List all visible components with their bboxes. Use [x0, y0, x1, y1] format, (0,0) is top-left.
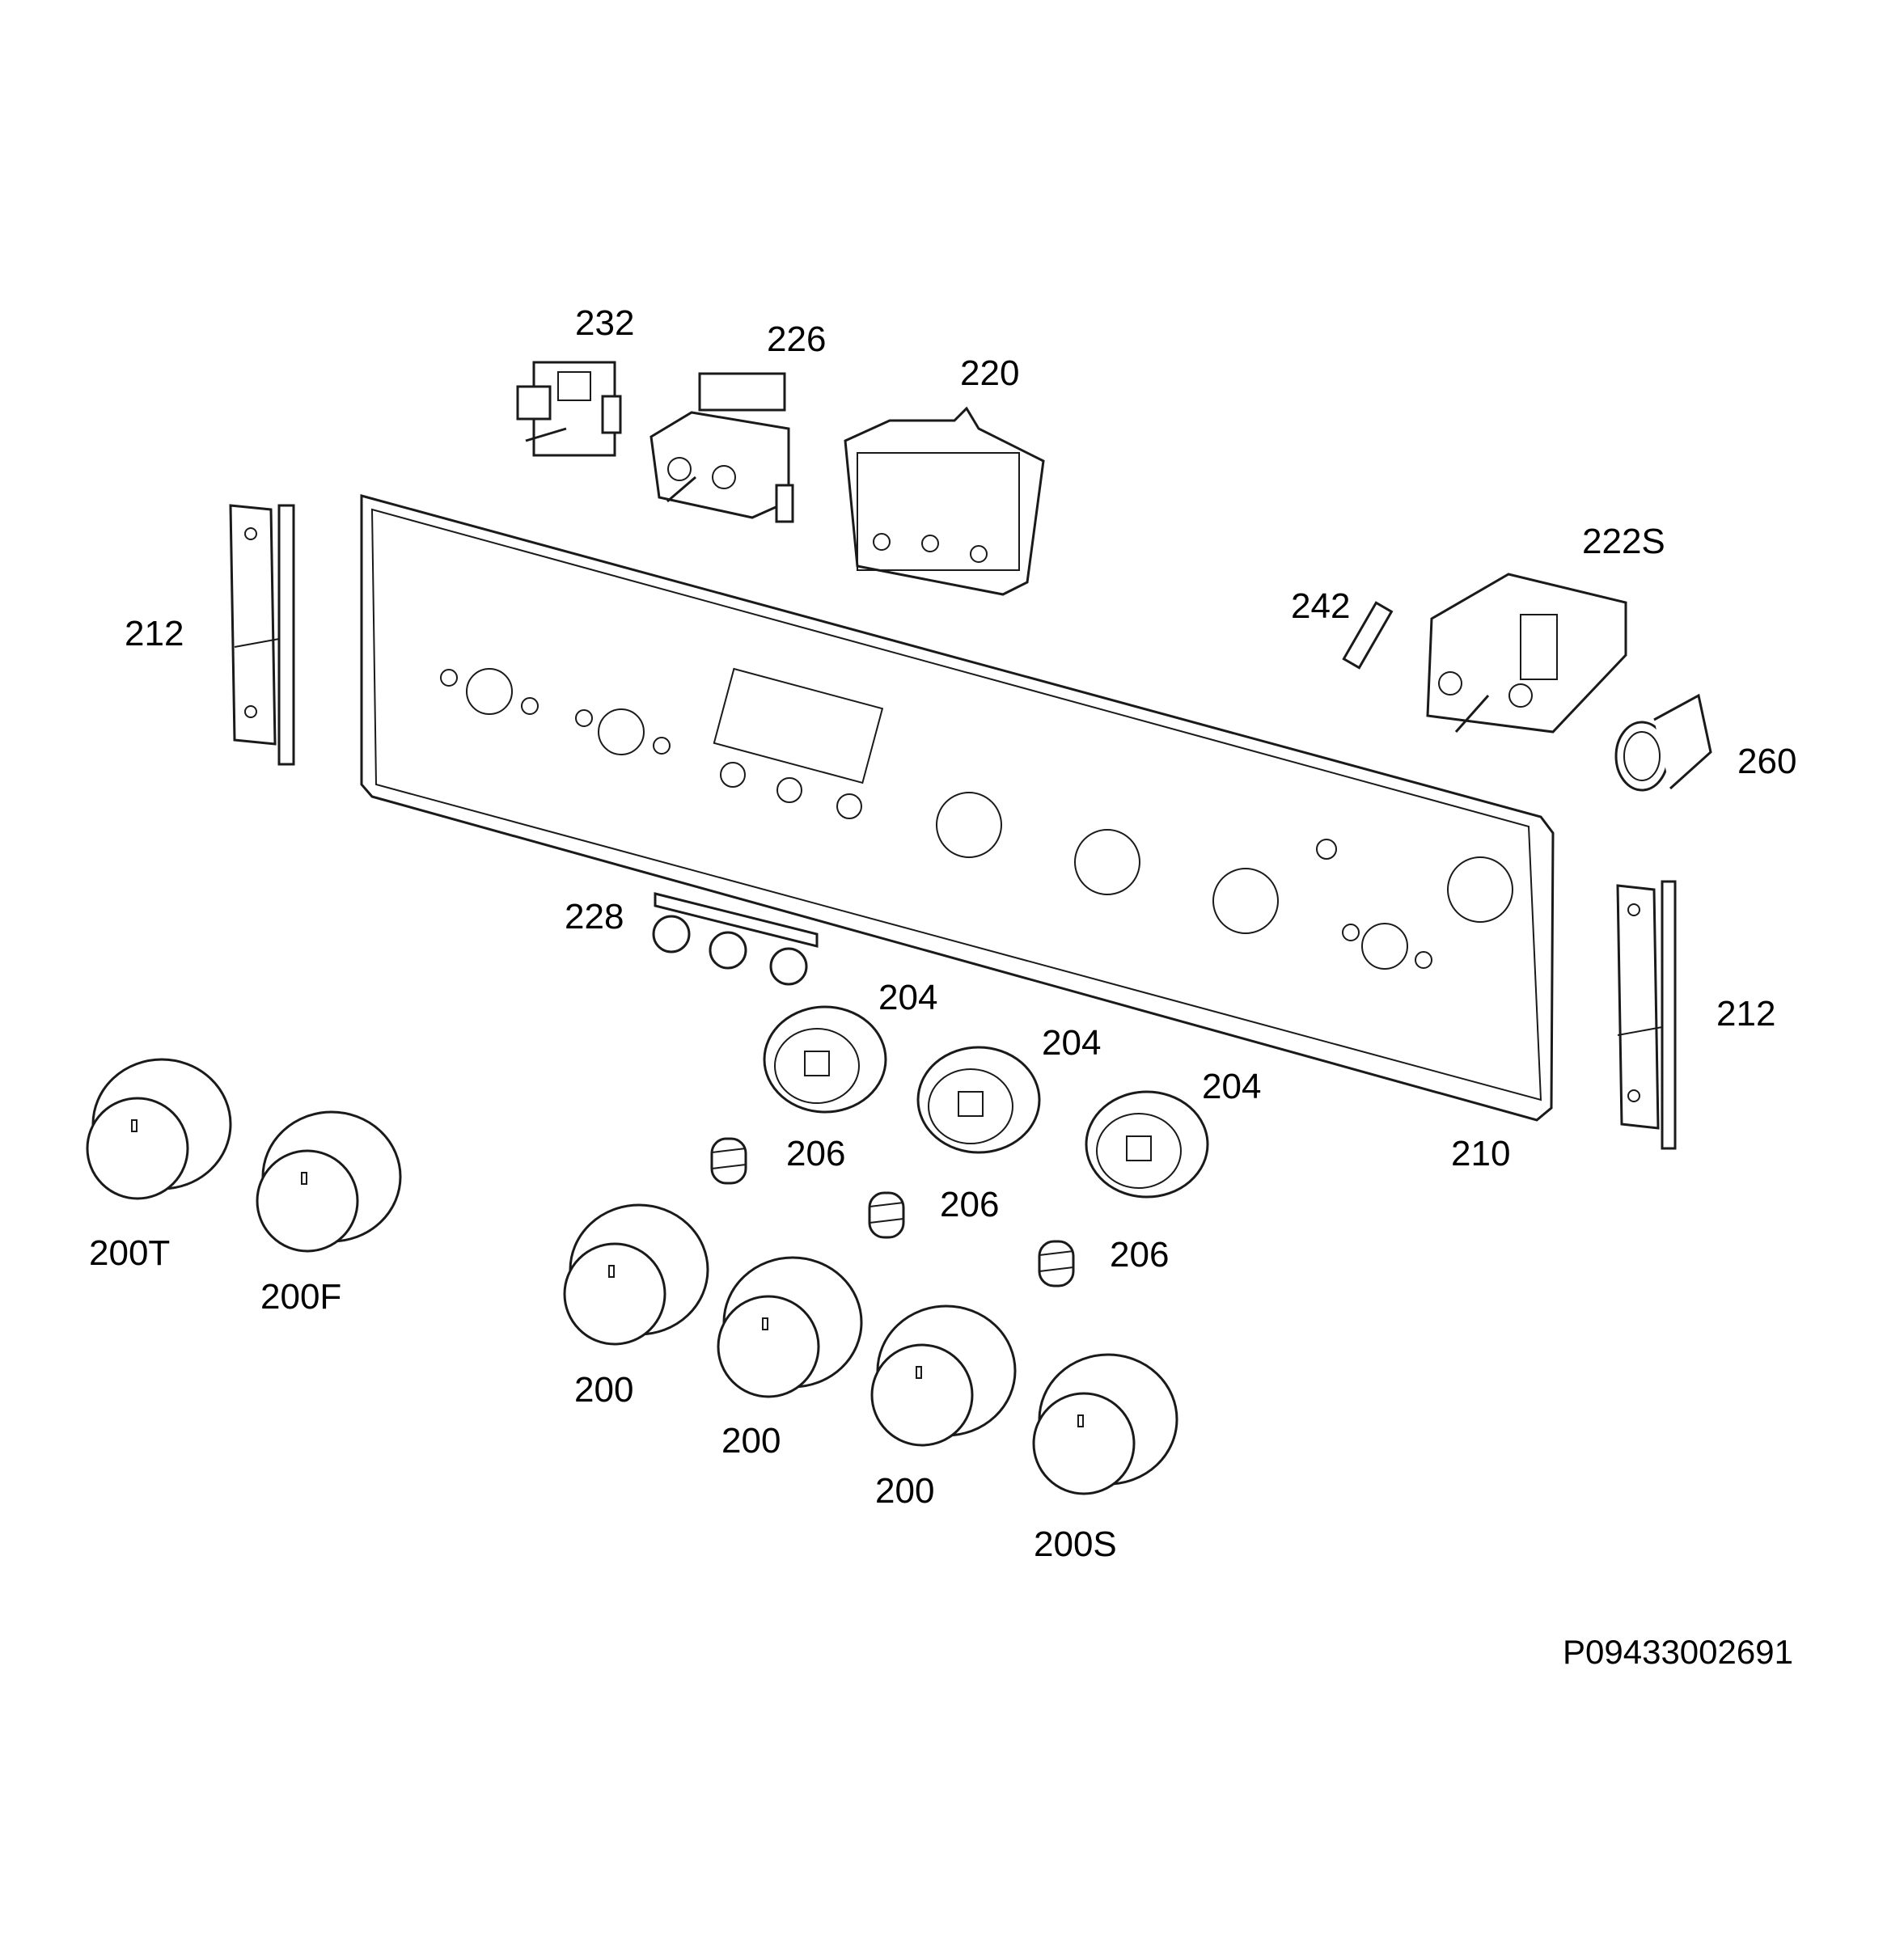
label-226: 226 — [767, 319, 827, 359]
part-200-knob-b — [717, 1256, 863, 1398]
part-206-spring-c — [1038, 1240, 1075, 1288]
label-204-c: 204 — [1202, 1067, 1262, 1106]
label-200-c: 200 — [875, 1471, 935, 1511]
part-206-spring-b — [868, 1191, 905, 1239]
label-206-a: 206 — [786, 1134, 846, 1173]
part-204-knob-base-b — [916, 1046, 1041, 1154]
part-200s-knob — [1032, 1353, 1178, 1495]
label-200s: 200S — [1034, 1524, 1117, 1564]
part-226-switch — [649, 372, 794, 523]
part-222s-selector-switch — [1426, 573, 1627, 734]
part-220-display-module — [844, 406, 1045, 596]
label-200f: 200F — [260, 1277, 342, 1317]
part-232-switch — [516, 361, 622, 457]
label-228: 228 — [565, 897, 624, 937]
label-206-b: 206 — [940, 1185, 1000, 1224]
label-210: 210 — [1451, 1134, 1511, 1173]
part-200-knob-c — [870, 1304, 1017, 1447]
part-242-sensor — [1342, 601, 1394, 670]
label-204-b: 204 — [1042, 1023, 1102, 1063]
label-220: 220 — [960, 353, 1020, 393]
label-260: 260 — [1737, 742, 1797, 781]
label-204-a: 204 — [878, 978, 938, 1017]
part-228-push-buttons — [652, 892, 819, 986]
drawing-number: P09433002691 — [1563, 1633, 1793, 1671]
part-204-knob-base-c — [1085, 1090, 1209, 1199]
part-200t-knob — [86, 1058, 232, 1200]
part-204-knob-base-a — [763, 1005, 887, 1114]
label-232: 232 — [575, 303, 635, 343]
label-200t: 200T — [89, 1233, 171, 1273]
part-212-right-bracket — [1616, 880, 1677, 1150]
label-212-left: 212 — [125, 614, 184, 653]
part-210-control-panel — [360, 494, 1555, 1122]
label-222s: 222S — [1582, 522, 1665, 561]
part-200f-knob — [256, 1110, 402, 1253]
part-260-lamp — [1614, 693, 1712, 792]
part-200-knob-a — [563, 1203, 709, 1346]
label-206-c: 206 — [1110, 1235, 1170, 1275]
part-206-spring-a — [710, 1137, 747, 1185]
label-200-a: 200 — [574, 1370, 634, 1410]
label-212-right: 212 — [1716, 994, 1776, 1034]
part-212-left-bracket — [229, 504, 295, 766]
label-242: 242 — [1291, 586, 1351, 626]
label-200-b: 200 — [721, 1421, 781, 1461]
